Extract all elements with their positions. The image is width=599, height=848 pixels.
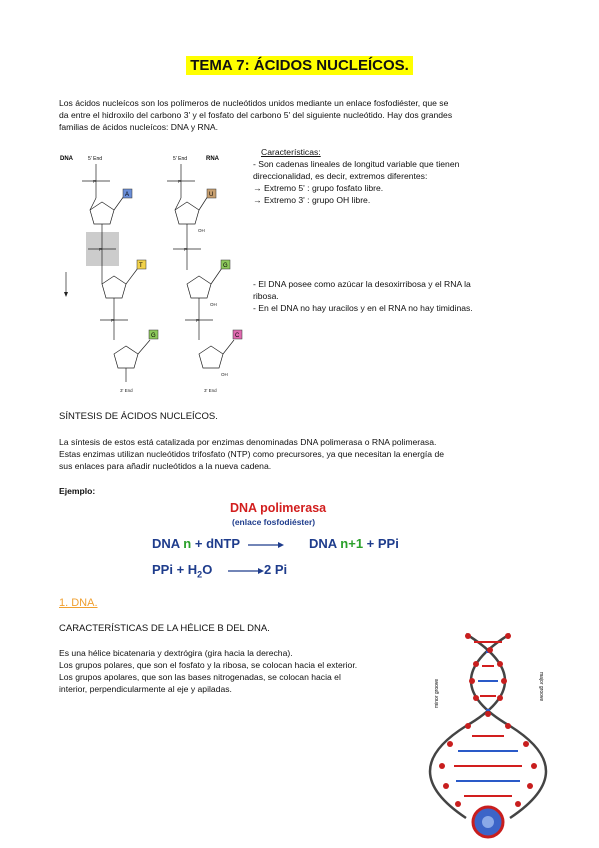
dna-p1: P — [93, 179, 96, 184]
characteristics2-line-2: ribosa. — [253, 291, 279, 301]
eq1-left-n: n — [183, 536, 192, 551]
dna-5end-label: 5' End — [88, 156, 102, 162]
major-groove-label: major groove — [538, 672, 544, 701]
eq1-right-n: n+1 — [340, 536, 364, 551]
rna-oh2: OH — [210, 302, 217, 307]
intro-line-3: familias de ácidos nucleícos: DNA y RNA. — [59, 122, 219, 132]
equation-1-right: DNA n+1 + PPi — [309, 536, 399, 551]
rna-base-g-label: G — [223, 263, 228, 269]
eq2-left-end: O — [202, 562, 213, 577]
synthesis-line-3: sus enlaces para añadir nucleótidos a la… — [59, 461, 272, 471]
dna-label: DNA — [60, 156, 74, 162]
equation-1-left: DNA n + dNTP — [152, 536, 240, 551]
dna-base-a-label: A — [125, 192, 129, 198]
dna-3end-label: 3' End — [120, 388, 133, 393]
characteristics-block: Características: - Son cadenas lineales … — [253, 146, 543, 206]
page-title: TEMA 7: ÁCIDOS NUCLEÍCOS. — [0, 56, 599, 75]
rna-p3: P — [196, 318, 199, 323]
characteristics2-line-3: - En el DNA no hay uracilos y en el RNA … — [253, 303, 473, 313]
rna-p1: P — [178, 179, 181, 184]
nucleotide-structure-figure: DNA 5' End 5' End RNA P P P 3' End A T G — [60, 156, 243, 393]
characteristics-line-4: → Extremo 3' : grupo OH libre. — [253, 195, 371, 205]
helix-b-paragraph: Es una hélice bicatenaria y dextrógira (… — [59, 647, 422, 695]
helix-top-view-core — [482, 816, 494, 828]
characteristics-line-1: - Son cadenas lineales de longitud varia… — [253, 159, 460, 169]
helix-b-heading: CARACTERÍSTICAS DE LA HÉLICE B DEL DNA. — [59, 623, 270, 634]
helix-base-pairs — [454, 641, 522, 811]
synthesis-heading: SÍNTESIS DE ÁCIDOS NUCLEÍCOS. — [59, 411, 218, 422]
dna-base-g — [148, 329, 159, 340]
characteristics-block-2: - El DNA posee como azúcar la desoxirrib… — [253, 278, 543, 314]
rna-oh3: OH — [221, 372, 228, 377]
minor-groove-label: minor groove — [434, 679, 440, 708]
rna-3end-label: 3' End — [204, 388, 217, 393]
rna-base-u — [206, 188, 217, 199]
dna-base-g-label: G — [151, 333, 156, 339]
intro-line-2: da entre el hidroxilo del carbono 3' y e… — [59, 110, 453, 120]
rna-base-c — [232, 329, 243, 340]
eq1-right-b: + PPi — [363, 536, 399, 551]
intro-line-1: Los ácidos nucleícos son los polímeros d… — [59, 98, 449, 108]
dna-base-t-label: T — [139, 263, 143, 269]
rna-strand — [167, 164, 235, 369]
rna-oh1: OH — [198, 228, 205, 233]
eq2-left: PPi + H — [152, 562, 198, 577]
section-dna-heading: 1. DNA. — [59, 597, 98, 609]
double-helix-figure: minor groove major groove — [428, 632, 548, 839]
example-label: Ejemplo: — [59, 486, 96, 496]
equation-2-arrow — [228, 568, 264, 574]
dna-strand — [82, 164, 151, 382]
synthesis-line-2: Estas enzimas utilizan nucleótidos trifo… — [59, 449, 444, 459]
rna-base-g — [220, 259, 231, 270]
page-title-text: TEMA 7: ÁCIDOS NUCLEÍCOS. — [186, 56, 413, 75]
intro-paragraph: Los ácidos nucleícos son los polímeros d… — [59, 97, 542, 133]
enzyme-name: DNA polimerasa — [230, 501, 327, 515]
synthesis-line-1: La síntesis de estos está catalizada por… — [59, 437, 437, 447]
helix-line-1: Es una hélice bicatenaria y dextrógira (… — [59, 648, 293, 658]
synthesis-paragraph: La síntesis de estos está catalizada por… — [59, 436, 542, 472]
rna-p2: P — [184, 247, 187, 252]
equation-2-right: 2 Pi — [264, 562, 288, 577]
eq2-sub: 2 — [197, 569, 203, 580]
direction-arrow-head — [64, 292, 68, 297]
helix-line-4: interior, perpendicularmente al eje y ap… — [59, 684, 232, 694]
equation-2-left: PPi + H2O — [152, 562, 212, 580]
characteristics-title: Características: — [261, 147, 321, 157]
characteristics2-line-1: - El DNA posee como azúcar la desoxirrib… — [253, 279, 471, 289]
characteristics-line-3: → Extremo 5' : grupo fosfato libre. — [253, 183, 384, 193]
dna-base-t — [136, 259, 147, 270]
dna-p3: P — [111, 318, 114, 323]
dna-base-a — [122, 188, 133, 199]
helix-line-3: Los grupos apolares, que son las bases n… — [59, 672, 341, 682]
helix-atoms — [439, 633, 537, 807]
eq1-left-a: DNA — [152, 536, 184, 551]
characteristics-line-2: direccionalidad, es decir, extremos dife… — [253, 171, 428, 181]
rna-5end-label: 5' End — [173, 156, 187, 162]
dna-p2: P — [99, 247, 102, 252]
eq1-right-a: DNA — [309, 536, 341, 551]
helix-line-2: Los grupos polares, que son el fosfato y… — [59, 660, 358, 670]
rna-base-c-label: C — [235, 333, 240, 339]
bond-name: (enlace fosfodiéster) — [232, 517, 316, 527]
rna-label: RNA — [206, 156, 220, 162]
rna-base-u-label: U — [209, 192, 213, 198]
equation-1-arrow — [248, 542, 284, 548]
eq1-left-b: + dNTP — [191, 536, 241, 551]
